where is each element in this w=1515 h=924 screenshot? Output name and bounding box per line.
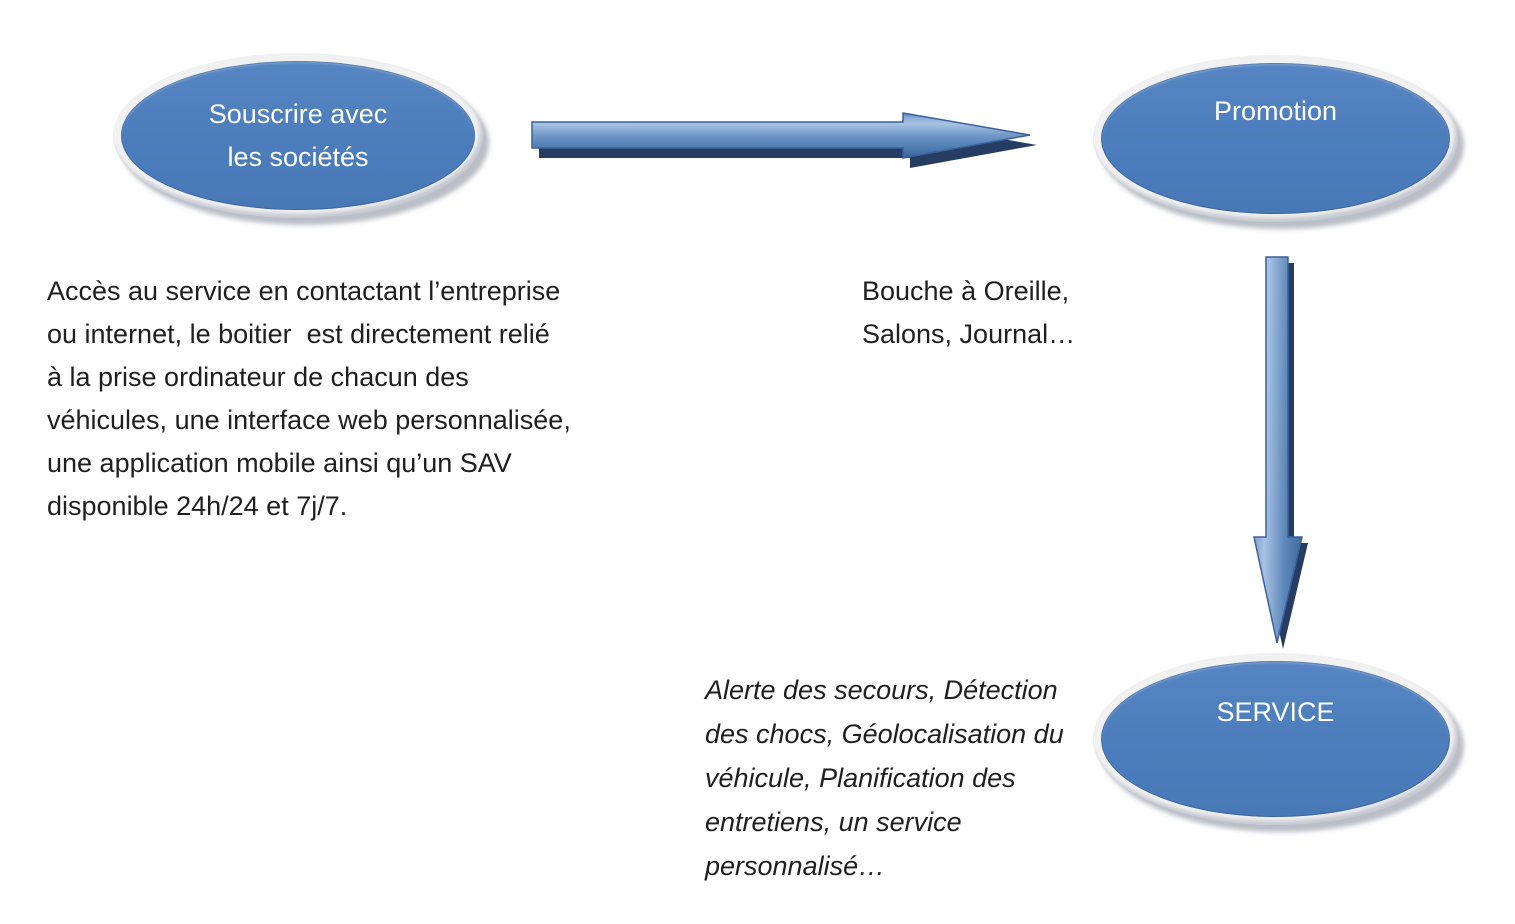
node-service: SERVICE [1093,653,1458,825]
node-promotion-label: Promotion [1213,96,1338,126]
node-service-label: SERVICE [1216,696,1335,727]
right-arrow-body [531,112,1031,159]
node-souscrire-label: Souscrire avec les sociétés [208,98,388,172]
node-souscrire-face: Souscrire avec les sociétés [121,61,475,210]
node-promotion-face: Promotion [1101,63,1450,214]
promotion-description: Bouche à Oreille, Salons, Journal… [862,276,1076,349]
down-arrow-shape [1253,256,1308,649]
node-souscrire: Souscrire avec les sociétés [113,53,483,218]
down-arrow-body [1253,256,1303,644]
service-description: Alerte des secours, Détection des chocs,… [705,675,1064,881]
node-service-face: SERVICE [1101,661,1450,817]
right-arrow-shape [531,112,1037,168]
node-promotion: Promotion [1093,55,1458,222]
souscrire-description: Accès au service en contactant l’entrepr… [47,276,571,521]
